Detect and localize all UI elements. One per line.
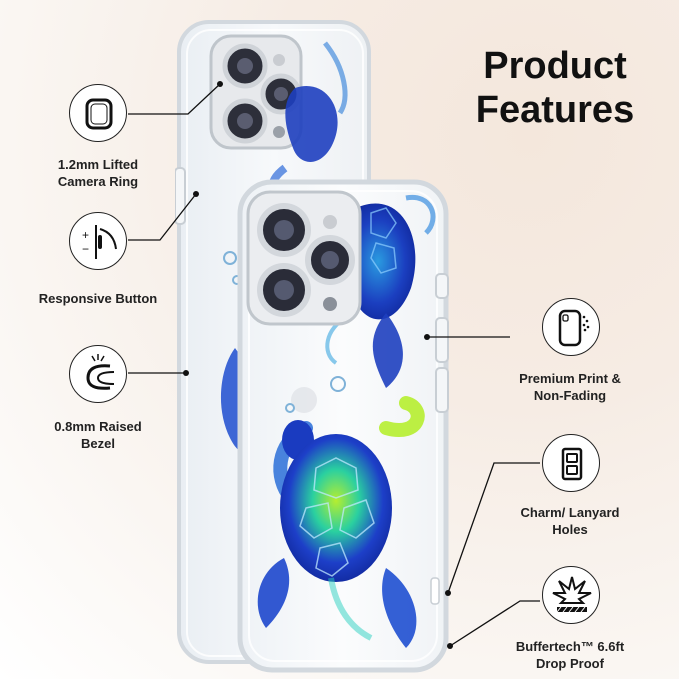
raised-bezel-feature [69, 345, 127, 403]
front-phone-case [236, 178, 452, 674]
drop-proof-feature [542, 566, 600, 624]
responsive-button-text: Responsive Button [38, 291, 158, 306]
responsive-button-label: Responsive Button [38, 290, 158, 307]
camera-ring-feature [69, 84, 127, 142]
premium-print-text: Premium Print & Non-Fading [519, 371, 621, 403]
print-icon [558, 309, 590, 347]
camera-ring-label: 1.2mm Lifted Camera Ring [57, 157, 139, 189]
raised-bezel-label: 0.8mm Raised Bezel [38, 418, 158, 452]
lanyard-holes-label: Charm/ Lanyard Holes [510, 504, 630, 538]
lanyard-holes-feature [542, 434, 600, 492]
lanyard-holes-text: Charm/ Lanyard Holes [520, 505, 620, 537]
drop-icon [552, 576, 592, 613]
premium-print-feature [542, 298, 600, 356]
camera-ring-icon [85, 98, 113, 130]
premium-print-label: Premium Print & Non-Fading [510, 370, 630, 404]
drop-proof-text: Buffertech™ 6.6ft Drop Proof [515, 639, 625, 671]
svg-text:−: − [82, 242, 89, 256]
button-icon: + − [82, 225, 117, 259]
drop-proof-label: Buffertech™ 6.6ft Drop Proof [510, 638, 630, 672]
raised-bezel-text: 0.8mm Raised Bezel [54, 419, 142, 451]
svg-text:+: + [82, 228, 89, 242]
page-title: Product Features [475, 45, 635, 131]
responsive-button-feature: + − [69, 212, 127, 270]
bezel-icon [86, 354, 115, 390]
lanyard-icon [561, 447, 583, 481]
